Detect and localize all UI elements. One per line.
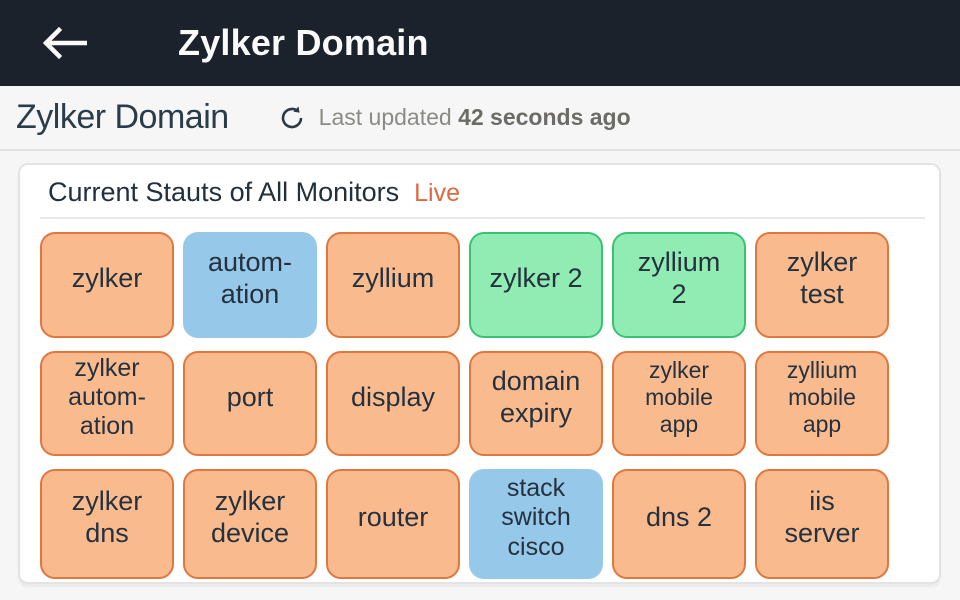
monitors-card-header: Current Stauts of All Monitors Live	[20, 165, 939, 217]
monitor-tile-label: zylker device	[210, 486, 290, 548]
monitor-tile[interactable]: zylker test	[755, 232, 889, 338]
monitor-tile[interactable]: zylker device	[183, 469, 317, 579]
monitor-tile[interactable]: zyllium mobile app	[755, 351, 889, 456]
monitor-tile-label: zylker dns	[71, 486, 143, 548]
monitor-tile[interactable]: dns 2	[612, 469, 746, 579]
monitor-tile[interactable]: zylker	[40, 232, 174, 338]
card-divider	[40, 217, 925, 219]
last-updated-label: Last updated	[318, 104, 452, 130]
monitor-tile[interactable]: autom- ation	[183, 232, 317, 338]
refresh-icon	[279, 105, 305, 131]
live-badge: Live	[414, 179, 461, 207]
monitor-tile-label: display	[350, 381, 436, 412]
page-title: Zylker Domain	[16, 98, 229, 136]
back-arrow-icon	[41, 26, 87, 60]
monitor-tile-label: iis server	[784, 486, 860, 548]
monitor-tile[interactable]: zylker mobile app	[612, 351, 746, 456]
monitor-tile[interactable]: zylker 2	[469, 232, 603, 338]
monitor-tile-label: zylker test	[786, 247, 858, 309]
app-bar-title: Zylker Domain	[178, 22, 429, 63]
monitor-tile[interactable]: zylker dns	[40, 469, 174, 579]
monitor-tile[interactable]: router	[326, 469, 460, 579]
monitors-card-title: Current Stauts of All Monitors	[48, 177, 400, 207]
monitor-tile[interactable]: iis server	[755, 469, 889, 579]
monitor-tile[interactable]: display	[326, 351, 460, 456]
monitor-tile-label: domain expiry	[491, 365, 581, 428]
monitor-tile-label: zyllium mobile app	[786, 357, 858, 437]
monitor-tile[interactable]: zyllium 2	[612, 232, 746, 338]
page-header: Zylker Domain Last updated 42 seconds ag…	[0, 86, 960, 151]
monitor-tile[interactable]: zylker autom- ation	[40, 351, 174, 456]
monitor-tile-label: stack switch cisco	[501, 474, 571, 561]
app-bar: Zylker Domain	[0, 0, 960, 86]
back-button[interactable]	[38, 21, 90, 65]
monitor-tile-label: router	[357, 502, 429, 533]
monitor-tile-label: zylker 2	[489, 263, 583, 294]
monitor-tile-label: port	[226, 381, 274, 412]
monitor-tile[interactable]: zyllium	[326, 232, 460, 338]
monitor-tile-label: zyllium 2	[637, 247, 721, 309]
monitor-tile-label: zyllium	[351, 263, 435, 294]
monitor-tile-label: zylker	[71, 263, 143, 294]
monitor-tile[interactable]: port	[183, 351, 317, 456]
monitor-tile[interactable]: stack switch cisco	[469, 469, 603, 579]
monitor-tile[interactable]: domain expiry	[469, 351, 603, 456]
refresh-button[interactable]	[277, 103, 307, 133]
monitor-grid: zylker autom- ation zyllium zylker 2 zyllium…	[20, 219, 939, 579]
monitors-card: Current Stauts of All Monitors Live zylk…	[18, 163, 941, 584]
monitor-tile-label: dns 2	[645, 502, 713, 533]
last-updated-value: 42 seconds ago	[458, 104, 631, 130]
last-updated-text: Last updated 42 seconds ago	[319, 104, 631, 131]
monitor-tile-label: zylker autom- ation	[68, 353, 146, 441]
monitor-tile-label: autom- ation	[207, 247, 293, 309]
monitor-tile-label: zylker mobile app	[645, 357, 713, 437]
